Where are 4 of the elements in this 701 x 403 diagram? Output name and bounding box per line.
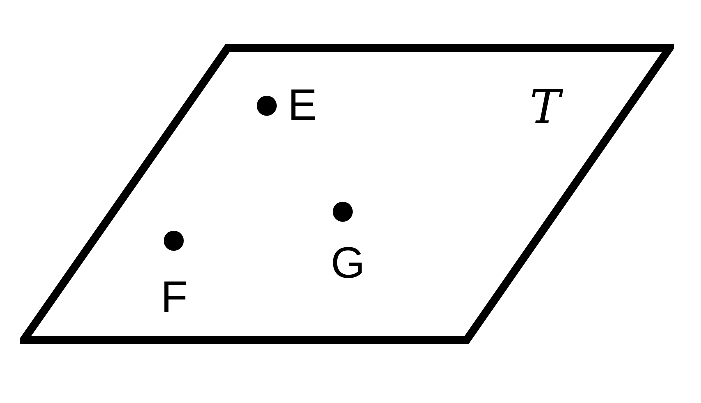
plane-label: T — [530, 84, 561, 130]
point-label: E — [288, 84, 318, 128]
point-label: F — [161, 276, 188, 320]
point-label: G — [331, 242, 366, 286]
